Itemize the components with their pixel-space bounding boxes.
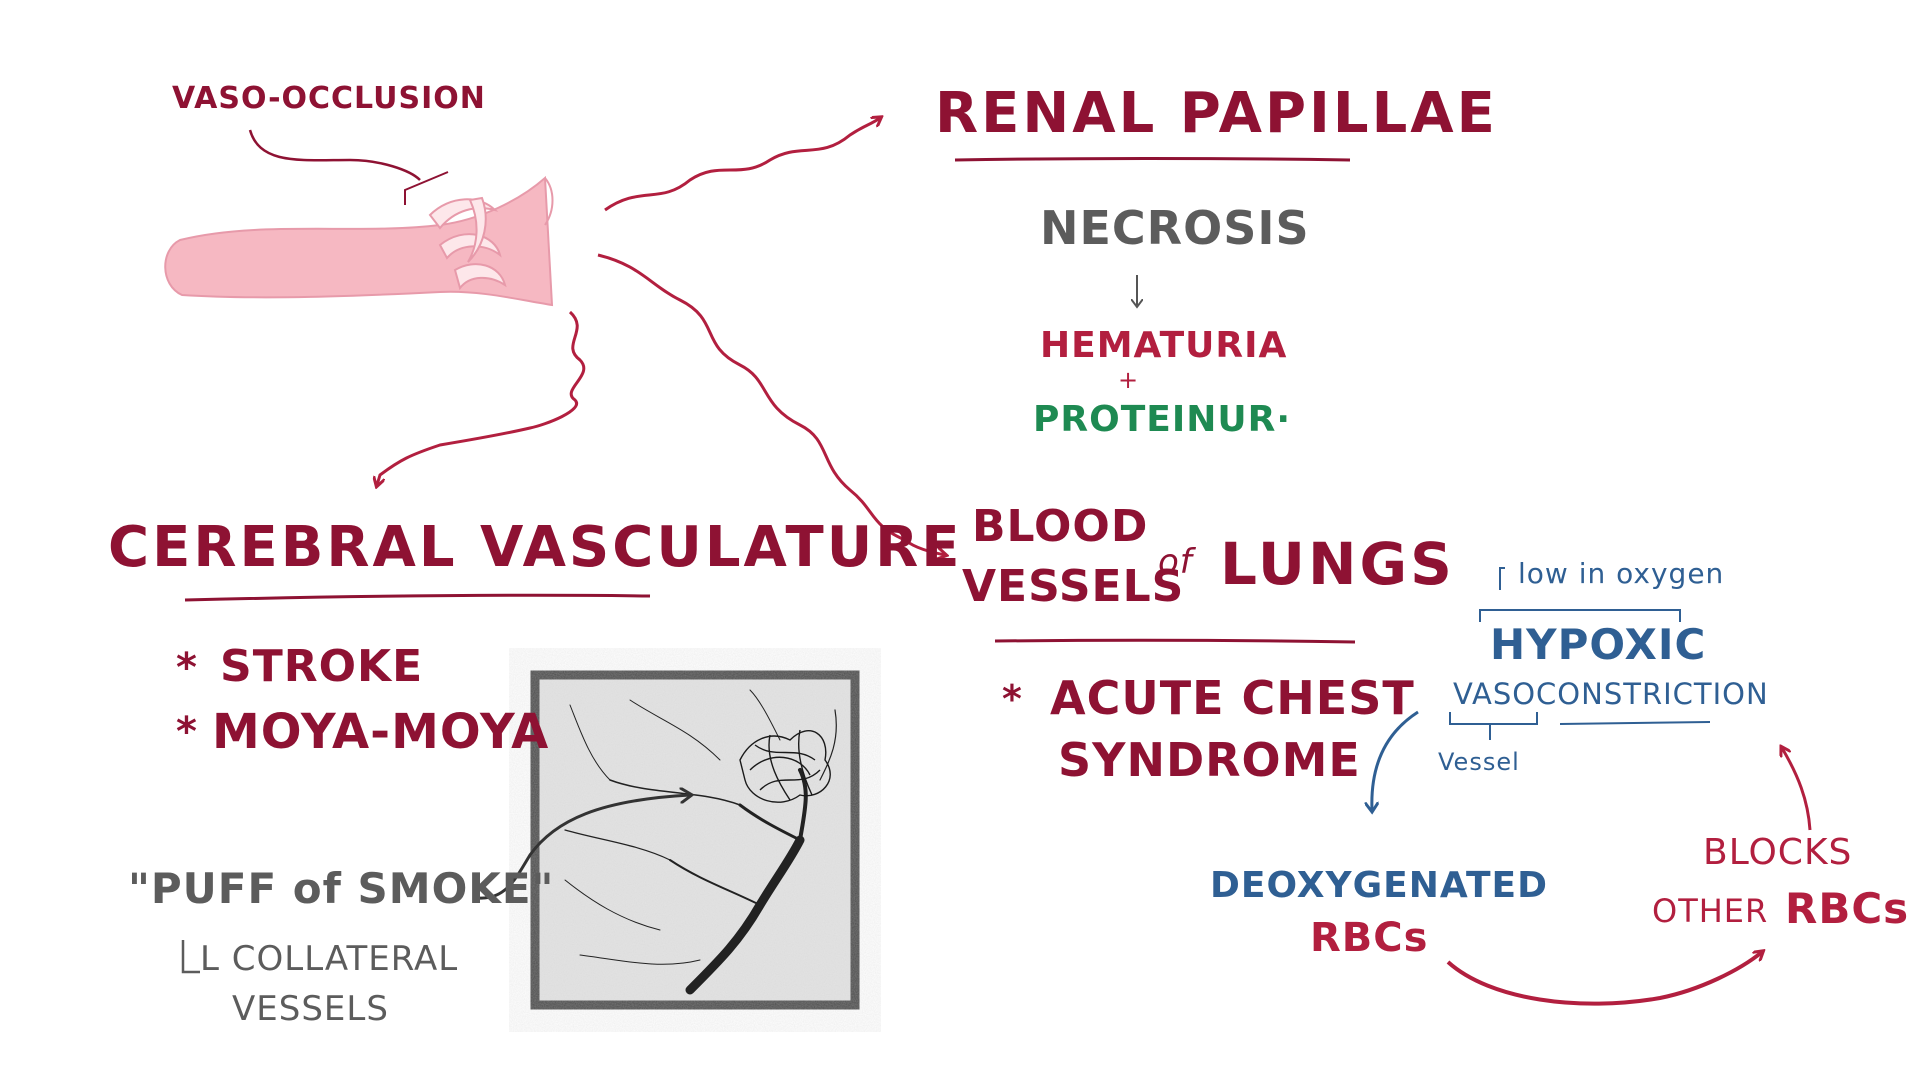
bracket-low-in-oxygen [1479,609,1681,622]
moyamoya-bullet: * [176,709,198,755]
label-deoxygenated: DEOXYGENATED [1210,865,1548,906]
arrow-deoxygenated-to-blocks [1446,952,1762,1006]
heading-cerebral-vasculature: CEREBRAL VASCULATURE [108,515,963,580]
arrow-blocks-to-hypoxic [1782,748,1812,831]
label-proteinuria: PROTEINUR· [1033,399,1292,440]
label-plus: + [1118,366,1140,394]
label-blood: BLOOD [972,501,1149,552]
arrow-to-puff-of-smoke [477,795,690,900]
label-of: of [1158,542,1193,582]
arrow-to-lungs [597,253,945,555]
heading-renal-papillae: RENAL PAPILLAE [935,81,1498,146]
arrow-to-cerebral [377,310,586,485]
label-hypoxic: HYPOXIC [1490,620,1707,669]
label-vasoconstriction: VASOCONSTRICTION [1453,677,1769,711]
bracket-tick [1499,567,1505,590]
label-acute-chest: ACUTE CHEST [1050,671,1415,725]
label-other: OTHER [1652,892,1769,930]
label-vessel: Vessel [1438,748,1520,776]
label-collateral: L COLLATERAL [200,939,459,979]
underline-lungs [994,638,1356,644]
label-vaso-occlusion: VASO-OCCLUSION [172,81,486,116]
underline-renal-papillae [954,157,1351,162]
underline-cerebral [184,593,651,602]
puff-of-smoke-cluster [739,729,831,803]
label-other-rbcs: RBCs [1785,884,1910,933]
sickle-cells [428,196,507,291]
acs-bullet: * [1002,677,1023,721]
label-syndrome: SYNDROME [1058,733,1361,787]
label-vessels-collateral: VESSELS [232,989,389,1029]
occluded-vessel-illustration [164,129,554,307]
label-moya-moya: MOYA-MOYA [212,704,550,760]
label-puff-of-smoke: "PUFF of SMOKE" [128,864,555,913]
angiogram-image [530,670,860,1010]
label-vessels-lungs: VESSELS [962,561,1185,612]
heading-lungs: LUNGS [1220,530,1455,598]
label-hematuria: HEMATURIA [1040,325,1288,366]
arrow-to-renal-papillae [604,118,880,212]
label-necrosis: NECROSIS [1040,201,1310,255]
label-blocks: BLOCKS [1703,832,1853,873]
underline-constriction [1559,721,1711,725]
label-stroke: STROKE [220,641,424,692]
arrow-hypoxic-to-deoxygenated [1372,710,1419,810]
collateral-bracket [181,940,200,974]
bracket-vessel [1449,712,1538,725]
label-low-in-oxygen: low in oxygen [1518,557,1725,590]
label-rbcs-deoxygenated: RBCs [1310,915,1429,961]
stroke-bullet: * [176,645,198,691]
